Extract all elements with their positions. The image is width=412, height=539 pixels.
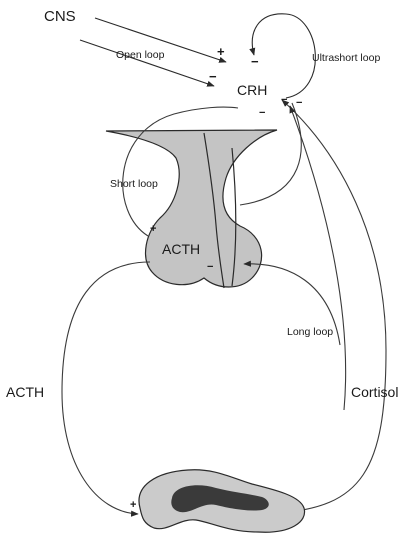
crh-to-acth-plus-sign: + [150,224,156,235]
acth-circulation-line [62,262,150,514]
cortisol-to-crh-arrow [290,106,346,410]
adrenal-plus-sign: + [130,500,136,511]
open-loop-minus-sign: − [209,70,217,83]
pituitary-minus-sign: − [207,262,213,273]
cortisol-label: Cortisol [351,385,398,399]
long-loop-minus-sign-1: − [281,95,287,106]
ultrashort-loop-label: Ultrashort loop [312,53,380,64]
crh-down-to-pituitary [240,103,301,205]
open-loop-inhibitory-arrow [80,40,214,86]
cns-label: CNS [44,9,76,24]
ultrashort-minus-sign: − [251,55,259,68]
cns-plus-sign: + [217,45,225,58]
long-loop-minus-sign-2: − [296,98,302,109]
open-loop-label: Open loop [116,50,164,61]
short-loop-minus-sign: − [259,108,265,119]
long-loop-label: Long loop [287,327,333,338]
short-loop-label: Short loop [110,179,158,190]
crh-label: CRH [237,83,267,97]
acth-pituitary-label: ACTH [162,242,200,256]
cortisol-long-loop-line [276,100,386,513]
acth-circulation-label: ACTH [6,385,44,399]
